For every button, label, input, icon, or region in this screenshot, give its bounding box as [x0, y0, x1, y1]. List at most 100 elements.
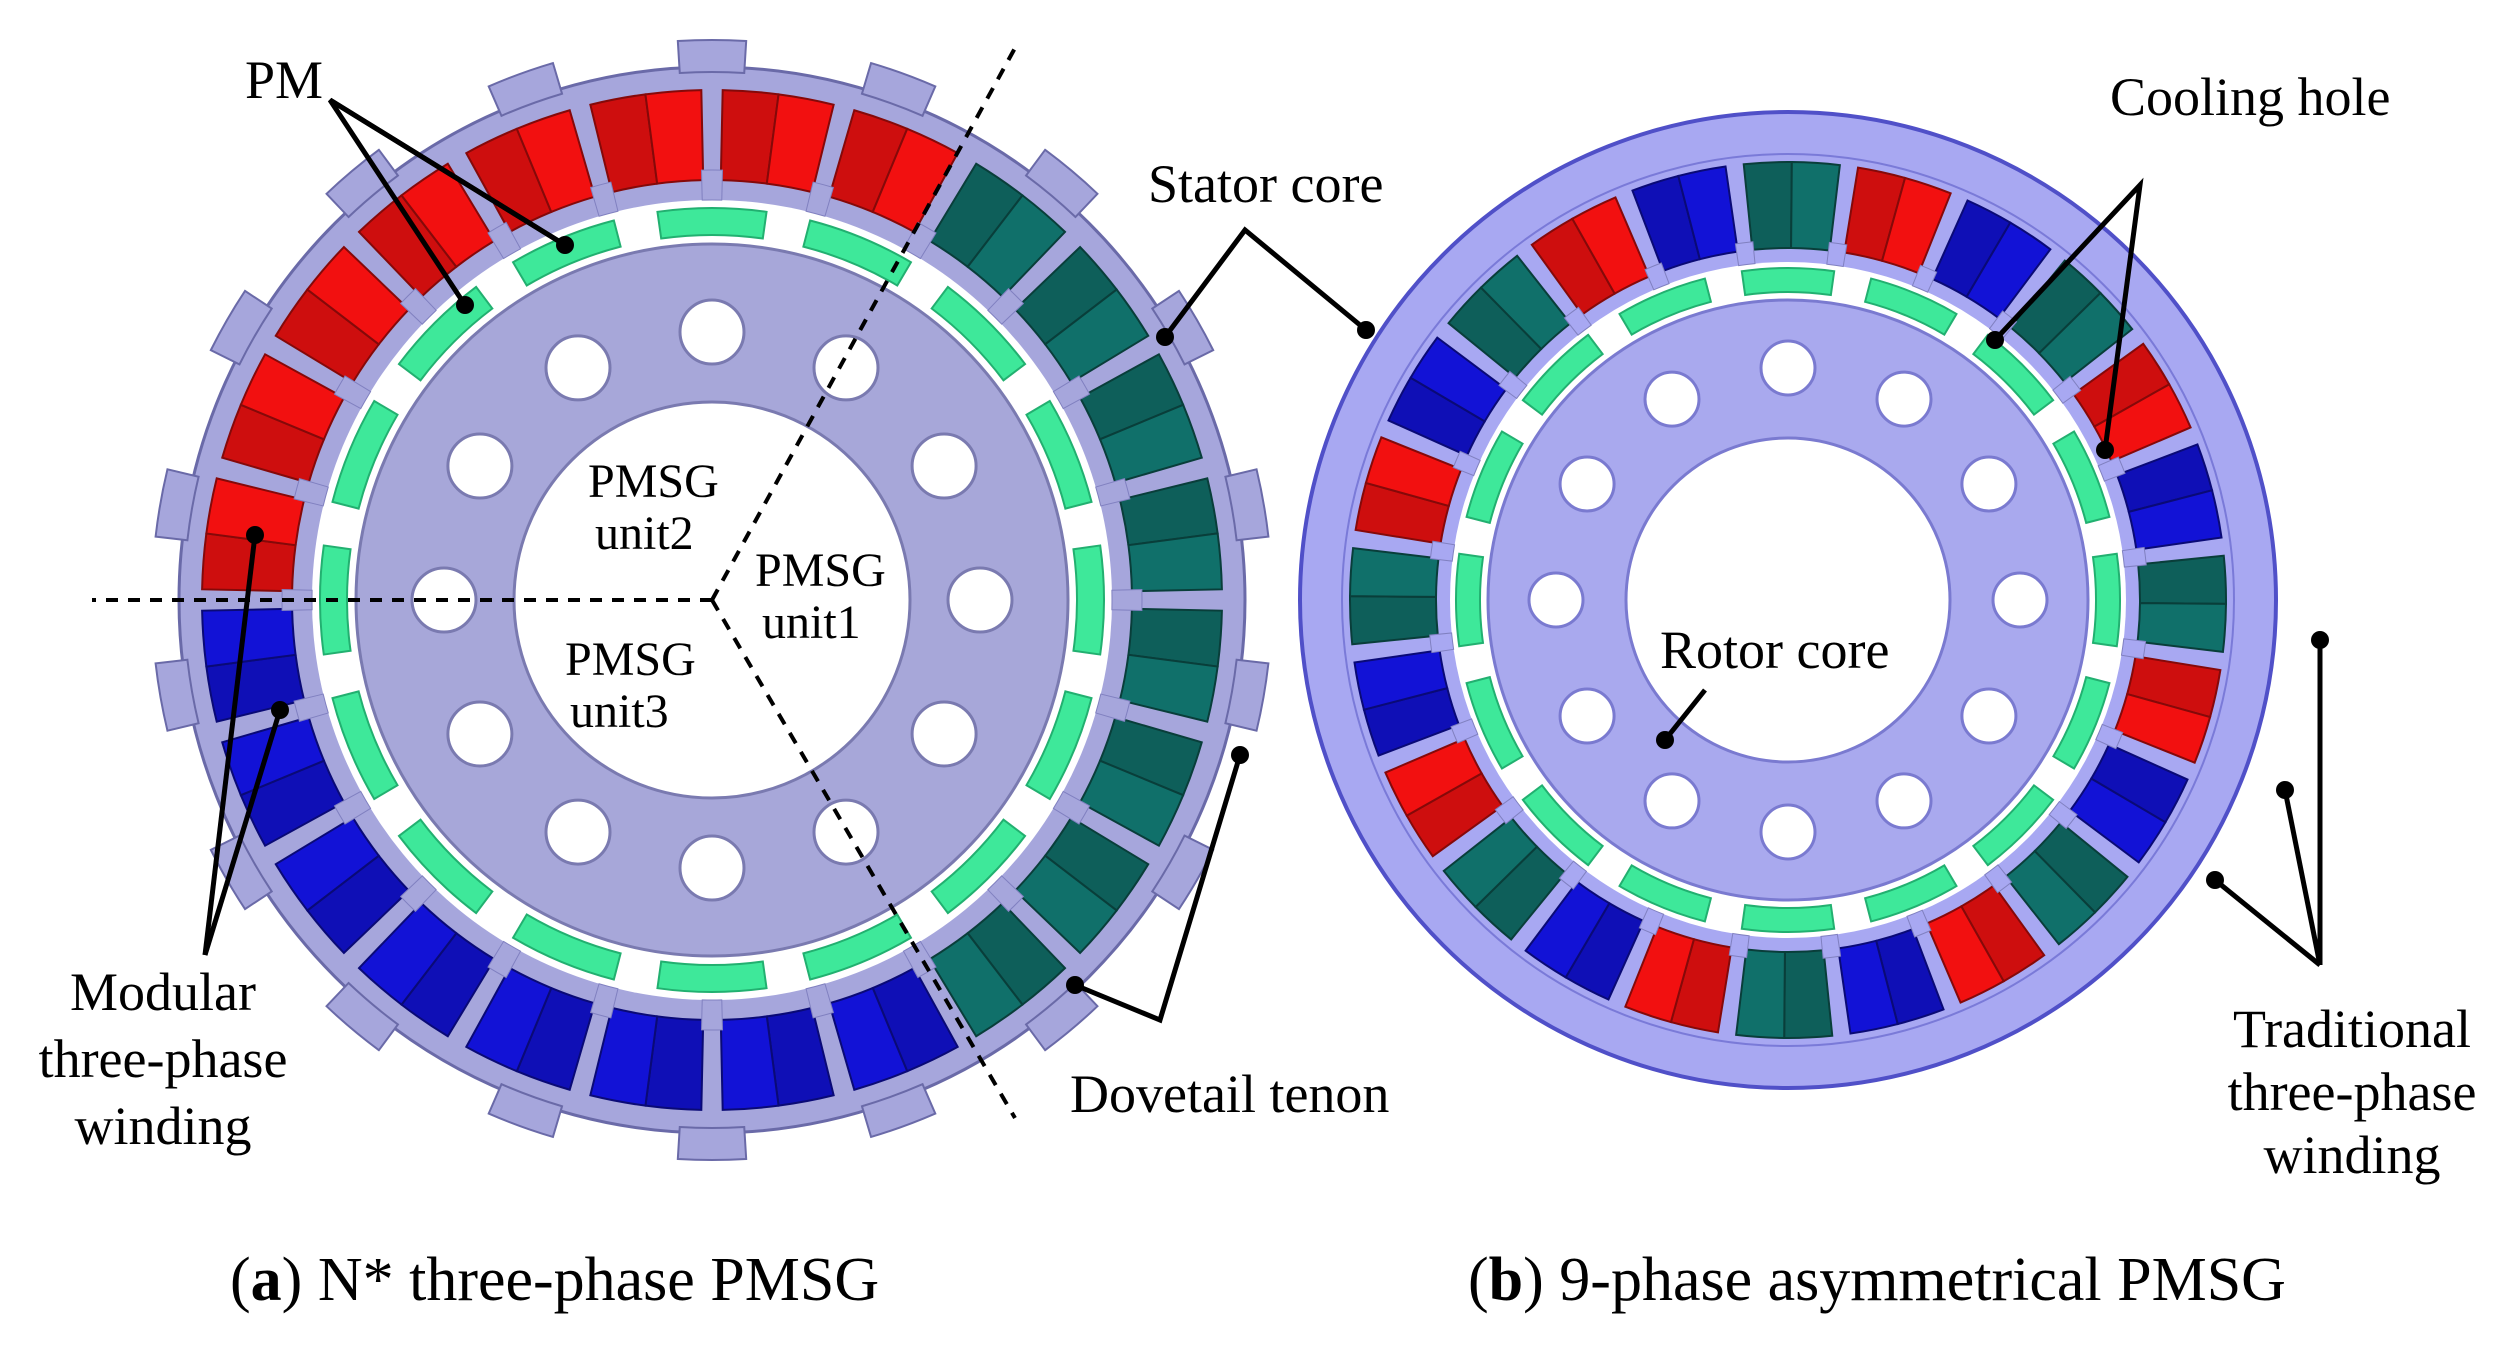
cooling-hole — [1960, 687, 2018, 745]
dot-winding-a2 — [271, 701, 289, 719]
stator-tooth — [1111, 588, 1143, 612]
stator-tooth — [1429, 540, 1456, 562]
caption-b-text: 9-phase asymmetrical PMSG — [1544, 1246, 2286, 1314]
stator-tooth — [589, 181, 619, 217]
dovetail-tenon — [154, 468, 200, 542]
cooling-hole — [946, 566, 1014, 634]
dot-dovetail-1 — [1066, 976, 1084, 994]
dot-rotor-core — [1656, 731, 1674, 749]
stator-tooth — [1644, 262, 1670, 291]
cooling-hole — [544, 798, 612, 866]
panel-a-cooling-holes — [410, 298, 1014, 902]
leader-pm-2 — [328, 97, 567, 248]
panel-b-coils — [1349, 161, 2227, 1039]
dovetail-tenon — [860, 1082, 937, 1139]
stator-tooth — [2052, 375, 2082, 404]
permanent-magnet — [1740, 267, 1836, 297]
dovetail-tenon — [487, 61, 564, 118]
dovetail-tenon — [860, 61, 937, 118]
dovetail-tenon — [1224, 658, 1270, 732]
stator-tooth — [399, 287, 437, 325]
stator-tooth — [987, 875, 1025, 913]
stator-tooth — [1558, 860, 1588, 890]
dovetail-tenon — [325, 981, 400, 1052]
panel-b-leader-dots — [1656, 331, 2329, 889]
cooling-hole — [1875, 772, 1933, 830]
coil-half — [2137, 554, 2227, 605]
stator-tooth — [333, 790, 372, 825]
cooling-hole — [1527, 571, 1585, 629]
dovetail-tenon — [1024, 148, 1099, 219]
stator-tooth — [1052, 790, 1091, 825]
cooling-hole — [910, 700, 978, 768]
stator-tooth — [1095, 477, 1131, 507]
permanent-magnet — [930, 818, 1027, 915]
label-rotor-core: Rotor core — [1660, 620, 1889, 680]
label-winding-a-line1: Modular — [70, 962, 256, 1022]
dot-winding-b3 — [2206, 871, 2224, 889]
cooling-hole — [1558, 455, 1616, 513]
permanent-magnet — [1465, 675, 1524, 770]
permanent-magnet — [1025, 399, 1093, 510]
stator-tooth — [1820, 933, 1842, 959]
stator-tooth — [987, 287, 1025, 325]
stator-tooth — [1450, 718, 1479, 744]
permanent-magnet — [1072, 544, 1105, 656]
panel-a-machine — [92, 39, 1270, 1162]
permanent-magnet — [1863, 277, 1958, 336]
stator-tooth — [293, 693, 329, 723]
permanent-magnet — [1740, 903, 1836, 933]
dot-cooling-2 — [2096, 441, 2114, 459]
leader-cooling-hole — [1993, 177, 2144, 451]
leader-dovetail — [1074, 754, 1243, 1024]
label-unit3-line1: PMSG — [565, 633, 696, 686]
permanent-magnet — [930, 285, 1027, 382]
leader-winding-a2 — [202, 709, 283, 956]
stator-tooth — [1563, 306, 1592, 336]
label-pm: PM — [245, 50, 323, 110]
cooling-hole — [446, 700, 514, 768]
caption-b-letter: b — [1489, 1246, 1523, 1314]
stator-tooth — [2048, 800, 2078, 830]
panel-a-stator-teeth — [281, 169, 1143, 1031]
leader-stator-a — [1162, 226, 1368, 339]
label-unit1-line1: PMSG — [755, 544, 886, 597]
dovetail-tenon — [676, 39, 748, 75]
cooling-hole — [812, 334, 880, 402]
permanent-magnet — [1455, 552, 1485, 648]
stator-tooth — [293, 477, 329, 507]
panel-a-leader-dots — [246, 236, 1375, 994]
permanent-magnet — [331, 399, 399, 510]
label-winding-b-line3: winding — [2263, 1125, 2440, 1185]
stator-tooth — [589, 983, 619, 1019]
dot-pm-2 — [456, 296, 474, 314]
stator-tooth — [487, 940, 522, 979]
label-winding-a-line2: three-phase — [39, 1029, 288, 1089]
label-winding-b-line2: three-phase — [2228, 1062, 2477, 1122]
cooling-hole — [910, 432, 978, 500]
permanent-magnet — [1521, 333, 1605, 417]
panel-b-machine — [1298, 110, 2278, 1090]
permanent-magnet — [802, 913, 913, 981]
label-unit2-line2: unit2 — [595, 507, 694, 560]
stator-tooth — [333, 375, 372, 410]
stator-tooth — [487, 221, 522, 260]
stator-tooth — [399, 875, 437, 913]
dot-cooling-1 — [1986, 331, 2004, 349]
leader-winding-b2 — [2282, 789, 2323, 966]
panel-b-permanent-magnets — [1455, 267, 2121, 933]
stator-tooth — [805, 983, 835, 1019]
panel-b-leaders — [1663, 177, 2323, 967]
permanent-magnet — [802, 219, 913, 287]
dovetail-tenon — [325, 148, 400, 219]
label-unit2-line1: PMSG — [588, 455, 719, 508]
coil-half — [1783, 949, 1834, 1039]
caption-a: (a) N* three-phase PMSG — [230, 1246, 879, 1314]
stator-tooth — [1095, 693, 1131, 723]
permanent-magnet — [1971, 783, 2055, 867]
dot-dovetail-2 — [1231, 746, 1249, 764]
panel-b-stator-teeth — [1429, 241, 2147, 959]
leader-winding-b3 — [2213, 878, 2322, 967]
dovetail-tenon — [1150, 834, 1215, 911]
